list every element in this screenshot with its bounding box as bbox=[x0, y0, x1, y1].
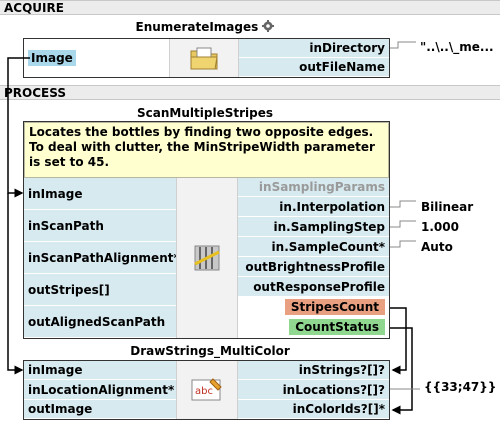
enumerate-images-title[interactable]: EnumerateImages bbox=[130, 20, 280, 35]
draw-in-location-alignment-port[interactable]: inLocationAlignment* bbox=[24, 380, 176, 400]
svg-text:abc: abc bbox=[195, 386, 213, 397]
stripes-count-row: StripesCount bbox=[238, 297, 389, 317]
scan-stripes-icon bbox=[176, 178, 238, 338]
in-interpolation-port[interactable]: in.Interpolation bbox=[238, 197, 389, 217]
draw-out-image-port[interactable]: outImage bbox=[24, 400, 176, 419]
in-image-port[interactable]: inImage bbox=[24, 178, 176, 210]
draw-strings-block[interactable]: inImage inLocationAlignment* outImage ab… bbox=[23, 360, 390, 420]
draw-strings-title[interactable]: DrawStrings_MultiColor bbox=[130, 344, 290, 358]
in-scan-path-port[interactable]: inScanPath bbox=[24, 210, 176, 242]
folder-icon bbox=[169, 39, 239, 77]
in-scan-path-alignment-port[interactable]: inScanPathAlignment* bbox=[24, 242, 176, 274]
in-strings-port[interactable]: inStrings?[]? bbox=[238, 361, 389, 380]
draw-text-icon: abc bbox=[176, 361, 238, 419]
draw-in-image-port[interactable]: inImage bbox=[24, 361, 176, 380]
out-aligned-scan-path-port[interactable]: outAlignedScanPath bbox=[24, 306, 176, 338]
enumerate-images-title-label: EnumerateImages bbox=[135, 20, 259, 34]
section-acquire: ACQUIRE bbox=[0, 0, 500, 15]
in-directory-value[interactable]: "..\..\_me... bbox=[420, 40, 494, 54]
section-process: PROCESS bbox=[0, 85, 500, 100]
sample-count-value[interactable]: Auto bbox=[421, 240, 453, 254]
gear-icon[interactable] bbox=[262, 20, 275, 35]
color-ids-value[interactable]: {{33;47}} bbox=[424, 380, 497, 394]
out-file-name-port[interactable]: outFileName bbox=[239, 58, 389, 77]
block-description: Locates the bottles by finding two oppos… bbox=[24, 122, 389, 178]
count-status-row: CountStatus bbox=[238, 317, 389, 338]
count-status-port[interactable]: CountStatus bbox=[289, 319, 385, 335]
scan-multiple-stripes-block[interactable]: Locates the bottles by finding two oppos… bbox=[23, 121, 390, 339]
sampling-step-value[interactable]: 1.000 bbox=[421, 220, 459, 234]
enumerate-images-block[interactable]: Image inDirectory outFileName bbox=[23, 38, 390, 78]
stripes-count-port[interactable]: StripesCount bbox=[284, 298, 385, 315]
enumerate-images-inputs: Image bbox=[24, 39, 169, 77]
in-sample-count-port[interactable]: in.SampleCount* bbox=[238, 237, 389, 257]
image-output-port[interactable]: Image bbox=[28, 49, 76, 66]
in-sampling-step-port[interactable]: in.SamplingStep bbox=[238, 217, 389, 237]
in-color-ids-port[interactable]: inColorIds?[]* bbox=[238, 400, 389, 419]
in-directory-port[interactable]: inDirectory bbox=[239, 39, 389, 58]
out-brightness-profile-port[interactable]: outBrightnessProfile bbox=[238, 257, 389, 277]
in-sampling-params-port[interactable]: inSamplingParams bbox=[238, 178, 389, 197]
out-stripes-port[interactable]: outStripes[] bbox=[24, 274, 176, 306]
scan-multiple-stripes-title[interactable]: ScanMultipleStripes bbox=[137, 106, 273, 120]
out-response-profile-port[interactable]: outResponseProfile bbox=[238, 277, 389, 297]
interpolation-value[interactable]: Bilinear bbox=[421, 200, 474, 214]
in-locations-port[interactable]: inLocations?[]? bbox=[238, 380, 389, 400]
